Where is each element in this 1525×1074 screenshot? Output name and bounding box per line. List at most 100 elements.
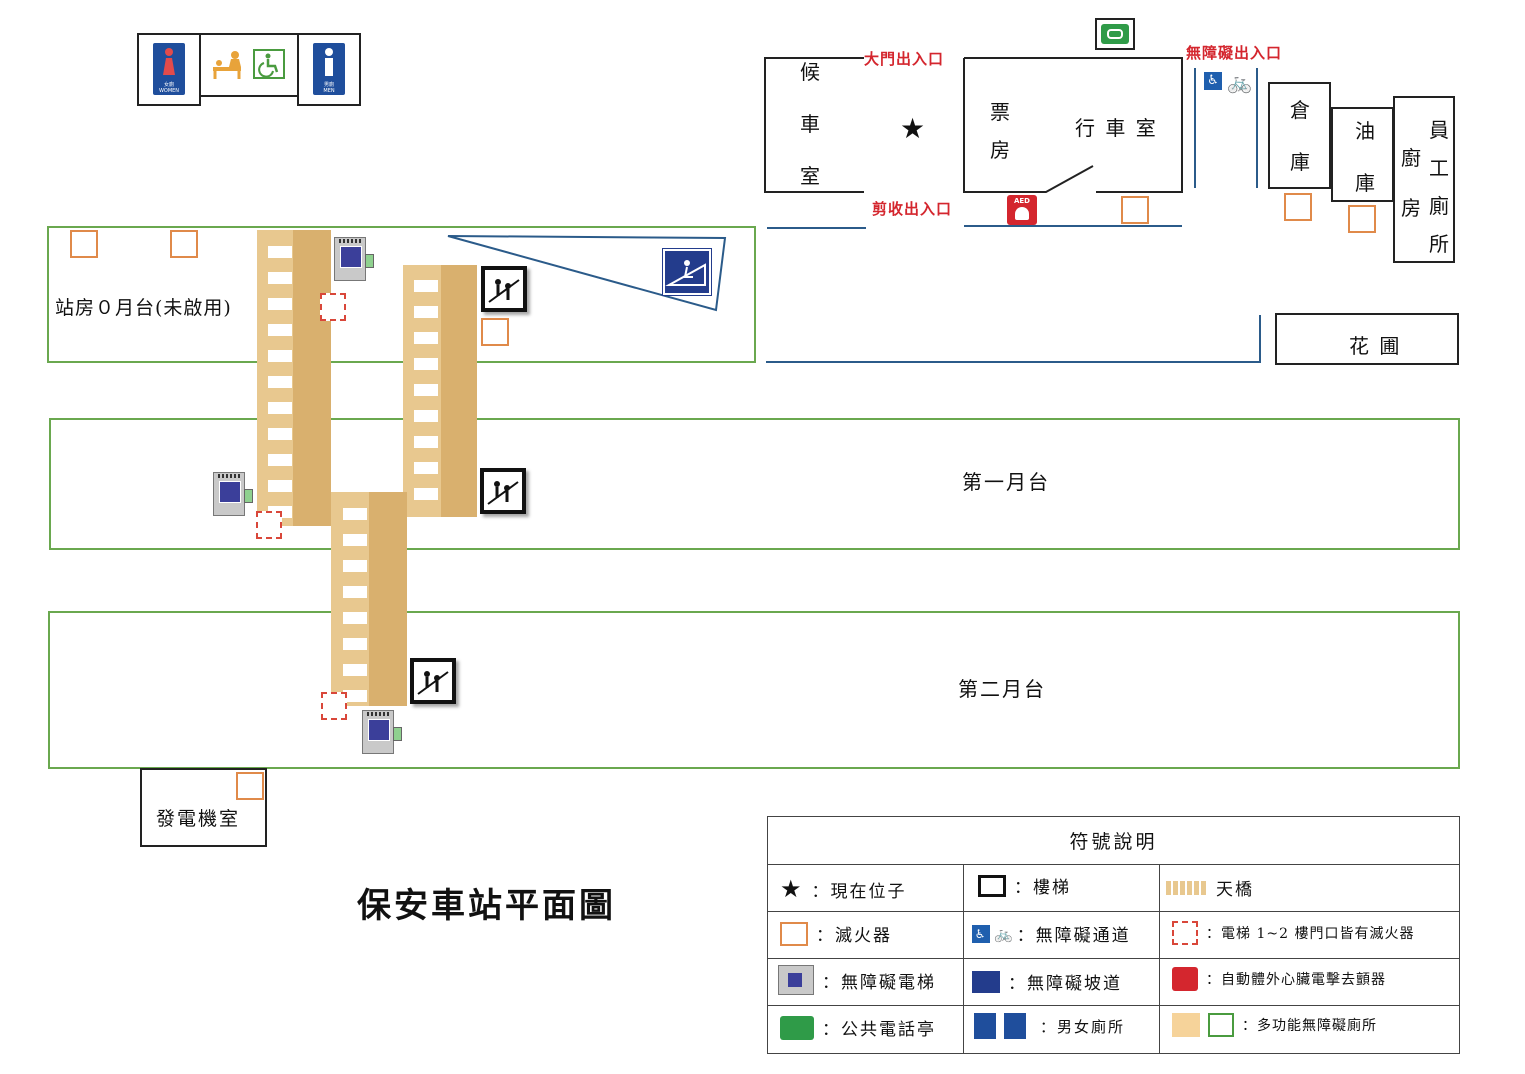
platform-one-label: 第一月台 xyxy=(962,470,1050,494)
legend-table: 符號說明 ★ ：現在位子 ：樓梯 天橋 ：滅火器 ♿ 🚲 ：無障礙通道 ：電梯 … xyxy=(767,816,1460,1054)
legend-item-public-phone: ：公共電話亭 xyxy=(780,1015,936,1040)
fire-extinguisher-icon xyxy=(1284,193,1312,221)
waiting-room-label: 候 車 室 xyxy=(800,62,820,186)
fire-extinguisher-icon xyxy=(1121,196,1149,224)
women-toilet-sign: 女廁 WOMEN xyxy=(153,43,185,95)
waiting-room-char: 室 xyxy=(800,164,820,188)
fire-extinguisher-icon xyxy=(1348,205,1376,233)
legend-text: ：滅火器 xyxy=(816,926,892,946)
public-phone-icon xyxy=(780,1015,814,1040)
fire-extinguisher-icon xyxy=(481,318,509,346)
accessible-elevator-icon xyxy=(778,965,814,995)
bicycle-icon: 🚲 xyxy=(1227,70,1252,94)
garden-label: 花 圃 xyxy=(1349,334,1402,358)
legend-item-current-location: ★ ：現在位子 xyxy=(780,875,907,903)
stairs-icon xyxy=(978,874,1006,897)
women-toilet-sign-en: WOMEN xyxy=(158,88,180,94)
elevator-extinguisher-icon xyxy=(1172,921,1198,945)
oil-store-label: 油 庫 xyxy=(1355,121,1375,193)
kitchen-char: 廚 xyxy=(1401,146,1421,170)
wheelchair-icon xyxy=(1208,1013,1234,1037)
garden: 花 圃 xyxy=(1275,313,1459,365)
ticket-gate-entrance-label: 剪收出入口 xyxy=(872,200,953,218)
accessible-elevator-icon xyxy=(362,710,402,754)
legend-text: ：自動體外心臟電擊去顫器 xyxy=(1206,972,1386,988)
ticket-office-char: 房 xyxy=(990,138,1010,162)
legend-text: 天橋 xyxy=(1216,880,1254,900)
accessible-ramp-icon xyxy=(663,249,711,295)
current-location-star-icon: ★ xyxy=(900,112,926,145)
station-master-room-label: 行 車 室 xyxy=(1075,116,1158,140)
public-phone-icon xyxy=(1095,18,1135,50)
family-toilet xyxy=(199,33,299,97)
platform-zero-label: 站房０月台(未啟用) xyxy=(55,297,232,319)
fire-extinguisher-icon xyxy=(170,230,198,258)
platform-two-label: 第二月台 xyxy=(958,677,1046,701)
legend-text: ：現在位子 xyxy=(811,881,907,902)
bicycle-icon: 🚲 xyxy=(994,924,1015,943)
accessible-elevator-icon xyxy=(334,237,374,281)
warehouse-char: 庫 xyxy=(1290,150,1310,174)
legend-item-aed: ：自動體外心臟電擊去顫器 xyxy=(1172,967,1386,991)
stairs-icon xyxy=(480,468,526,514)
accessible-ramp-icon xyxy=(972,970,1000,993)
men-toilet-sign: 男廁 MEN xyxy=(313,43,345,95)
elevator-fire-extinguisher-icon xyxy=(320,293,346,321)
warehouse-label: 倉 庫 xyxy=(1290,100,1310,172)
legend-item-stairs: ：樓梯 xyxy=(978,873,1071,898)
legend-text: ：多功能無障礙廁所 xyxy=(1242,1018,1377,1034)
fire-extinguisher-icon xyxy=(236,772,264,800)
staff-toilet-char: 員 xyxy=(1429,118,1449,142)
legend-text: ：公共電話亭 xyxy=(822,1020,936,1040)
oil-store-char: 油 xyxy=(1355,119,1375,143)
legend-title: 符號說明 xyxy=(1069,831,1158,853)
ticket-office-label: 票 房 xyxy=(990,102,1010,160)
elevator-fire-extinguisher-icon xyxy=(321,692,347,720)
warehouse-char: 倉 xyxy=(1290,98,1310,122)
oil-store-char: 庫 xyxy=(1355,171,1375,195)
legend-text: ：樓梯 xyxy=(1014,878,1071,898)
staff-toilet-char: 工 xyxy=(1429,156,1449,180)
kitchen-label: 廚 房 xyxy=(1401,148,1421,218)
legend-text: ：男女廁所 xyxy=(1040,1017,1126,1036)
barrier-free-path-icon: ♿ xyxy=(1204,72,1222,90)
main-gate-entrance-label: 大門出入口 xyxy=(864,50,945,68)
legend-item-toilets: ：男女廁所 xyxy=(974,1013,1125,1039)
barrier-free-entrance-label: 無障礙出入口 xyxy=(1186,44,1283,62)
fire-extinguisher-icon xyxy=(780,921,808,946)
waiting-room-char: 車 xyxy=(800,112,820,136)
aed-label: AED xyxy=(1013,197,1030,205)
stairs-icon xyxy=(481,266,527,312)
family-accessible-toilet-icon xyxy=(1172,1013,1200,1037)
legend-item-bridge: 天橋 xyxy=(1166,875,1254,900)
stairs-icon xyxy=(410,658,456,704)
generator-room-label: 發電機室 xyxy=(156,808,241,830)
man-icon xyxy=(325,48,333,76)
women-toilet: 女廁 WOMEN xyxy=(137,33,201,106)
legend-item-accessible-ramp: ：無障礙坡道 xyxy=(972,969,1122,994)
staff-toilet-label: 員 工 廁 所 xyxy=(1429,120,1449,254)
platform-two xyxy=(48,611,1460,769)
star-icon: ★ xyxy=(780,875,804,903)
legend-item-elevator-extinguisher: ：電梯 1~2 樓門口皆有滅火器 xyxy=(1172,921,1414,945)
legend-item-accessible-elevator: ：無障礙電梯 xyxy=(778,965,936,995)
aed-icon: AED xyxy=(1007,195,1037,225)
toilet-icon xyxy=(1004,1013,1026,1039)
oil-store-room: 油 庫 xyxy=(1331,107,1394,202)
kitchen-staff-toilet-room: 廚 房 員 工 廁 所 xyxy=(1393,96,1455,263)
warehouse-room: 倉 庫 xyxy=(1268,82,1331,189)
toilet-icon xyxy=(974,1013,996,1039)
legend-text: ：電梯 1~2 樓門口皆有滅火器 xyxy=(1206,926,1415,942)
legend-item-family-toilet: ：多功能無障礙廁所 xyxy=(1172,1013,1377,1037)
kitchen-char: 房 xyxy=(1401,196,1421,220)
waiting-room-char: 候 xyxy=(800,60,820,84)
women-toilet-sign-label: 女廁 xyxy=(163,82,174,88)
fire-extinguisher-icon xyxy=(70,230,98,258)
baby-changing-icon xyxy=(213,51,241,79)
wheelchair-icon xyxy=(253,49,285,79)
legend-item-extinguisher: ：滅火器 xyxy=(780,921,892,946)
staff-toilet-char: 廁 xyxy=(1429,194,1449,218)
legend-item-barrier-free-path: ♿ 🚲 ：無障礙通道 xyxy=(972,921,1131,946)
